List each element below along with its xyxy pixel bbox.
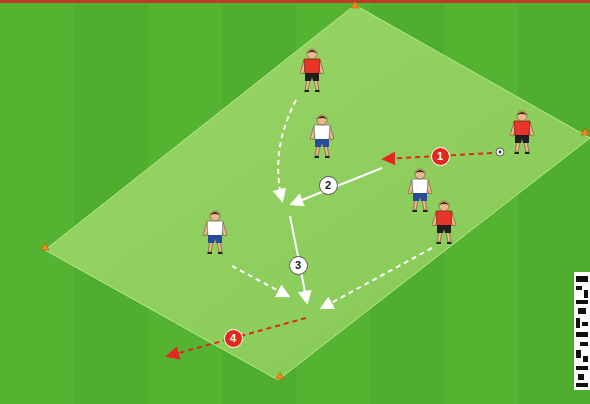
cones [351, 1, 359, 8]
callout-number: 1 [431, 147, 450, 166]
white-players [203, 115, 432, 254]
grass-stripes [0, 0, 74, 404]
callout-number: 3 [289, 256, 308, 275]
movement-runs [232, 100, 432, 308]
barcode [578, 308, 586, 314]
red-players [300, 49, 324, 92]
pass-lines [292, 168, 382, 204]
ball [496, 148, 504, 156]
top-border [0, 0, 590, 3]
barcode [576, 383, 588, 387]
barcode [576, 286, 582, 290]
barcode [576, 332, 588, 337]
training-area [45, 5, 590, 380]
ball-passes [168, 318, 306, 356]
barcode [576, 300, 588, 304]
barcode [578, 374, 584, 380]
barcode [576, 318, 580, 328]
cones [41, 243, 49, 250]
barcode [574, 272, 590, 390]
callout-number: 2 [319, 176, 338, 195]
movement-runs [278, 100, 296, 200]
cones [581, 128, 589, 135]
red-players [432, 201, 456, 244]
cones [276, 372, 284, 379]
ball [496, 148, 504, 156]
white-players [203, 211, 227, 254]
barcode [574, 272, 590, 390]
barcode [576, 366, 588, 370]
barcode [583, 356, 588, 362]
cones [41, 1, 589, 379]
white-players [408, 169, 432, 212]
pass-lines [290, 168, 382, 302]
red-players [510, 111, 534, 154]
barcode [576, 276, 588, 282]
barcode [580, 342, 588, 346]
ball [499, 151, 502, 154]
barcode [584, 290, 588, 298]
ball-passes [168, 153, 492, 356]
callout-number: 4 [224, 329, 243, 348]
white-players [310, 115, 334, 158]
movement-runs [232, 266, 288, 296]
barcode [576, 350, 581, 358]
barcode [582, 322, 588, 326]
red-players [300, 49, 534, 244]
movement-runs [322, 248, 432, 308]
